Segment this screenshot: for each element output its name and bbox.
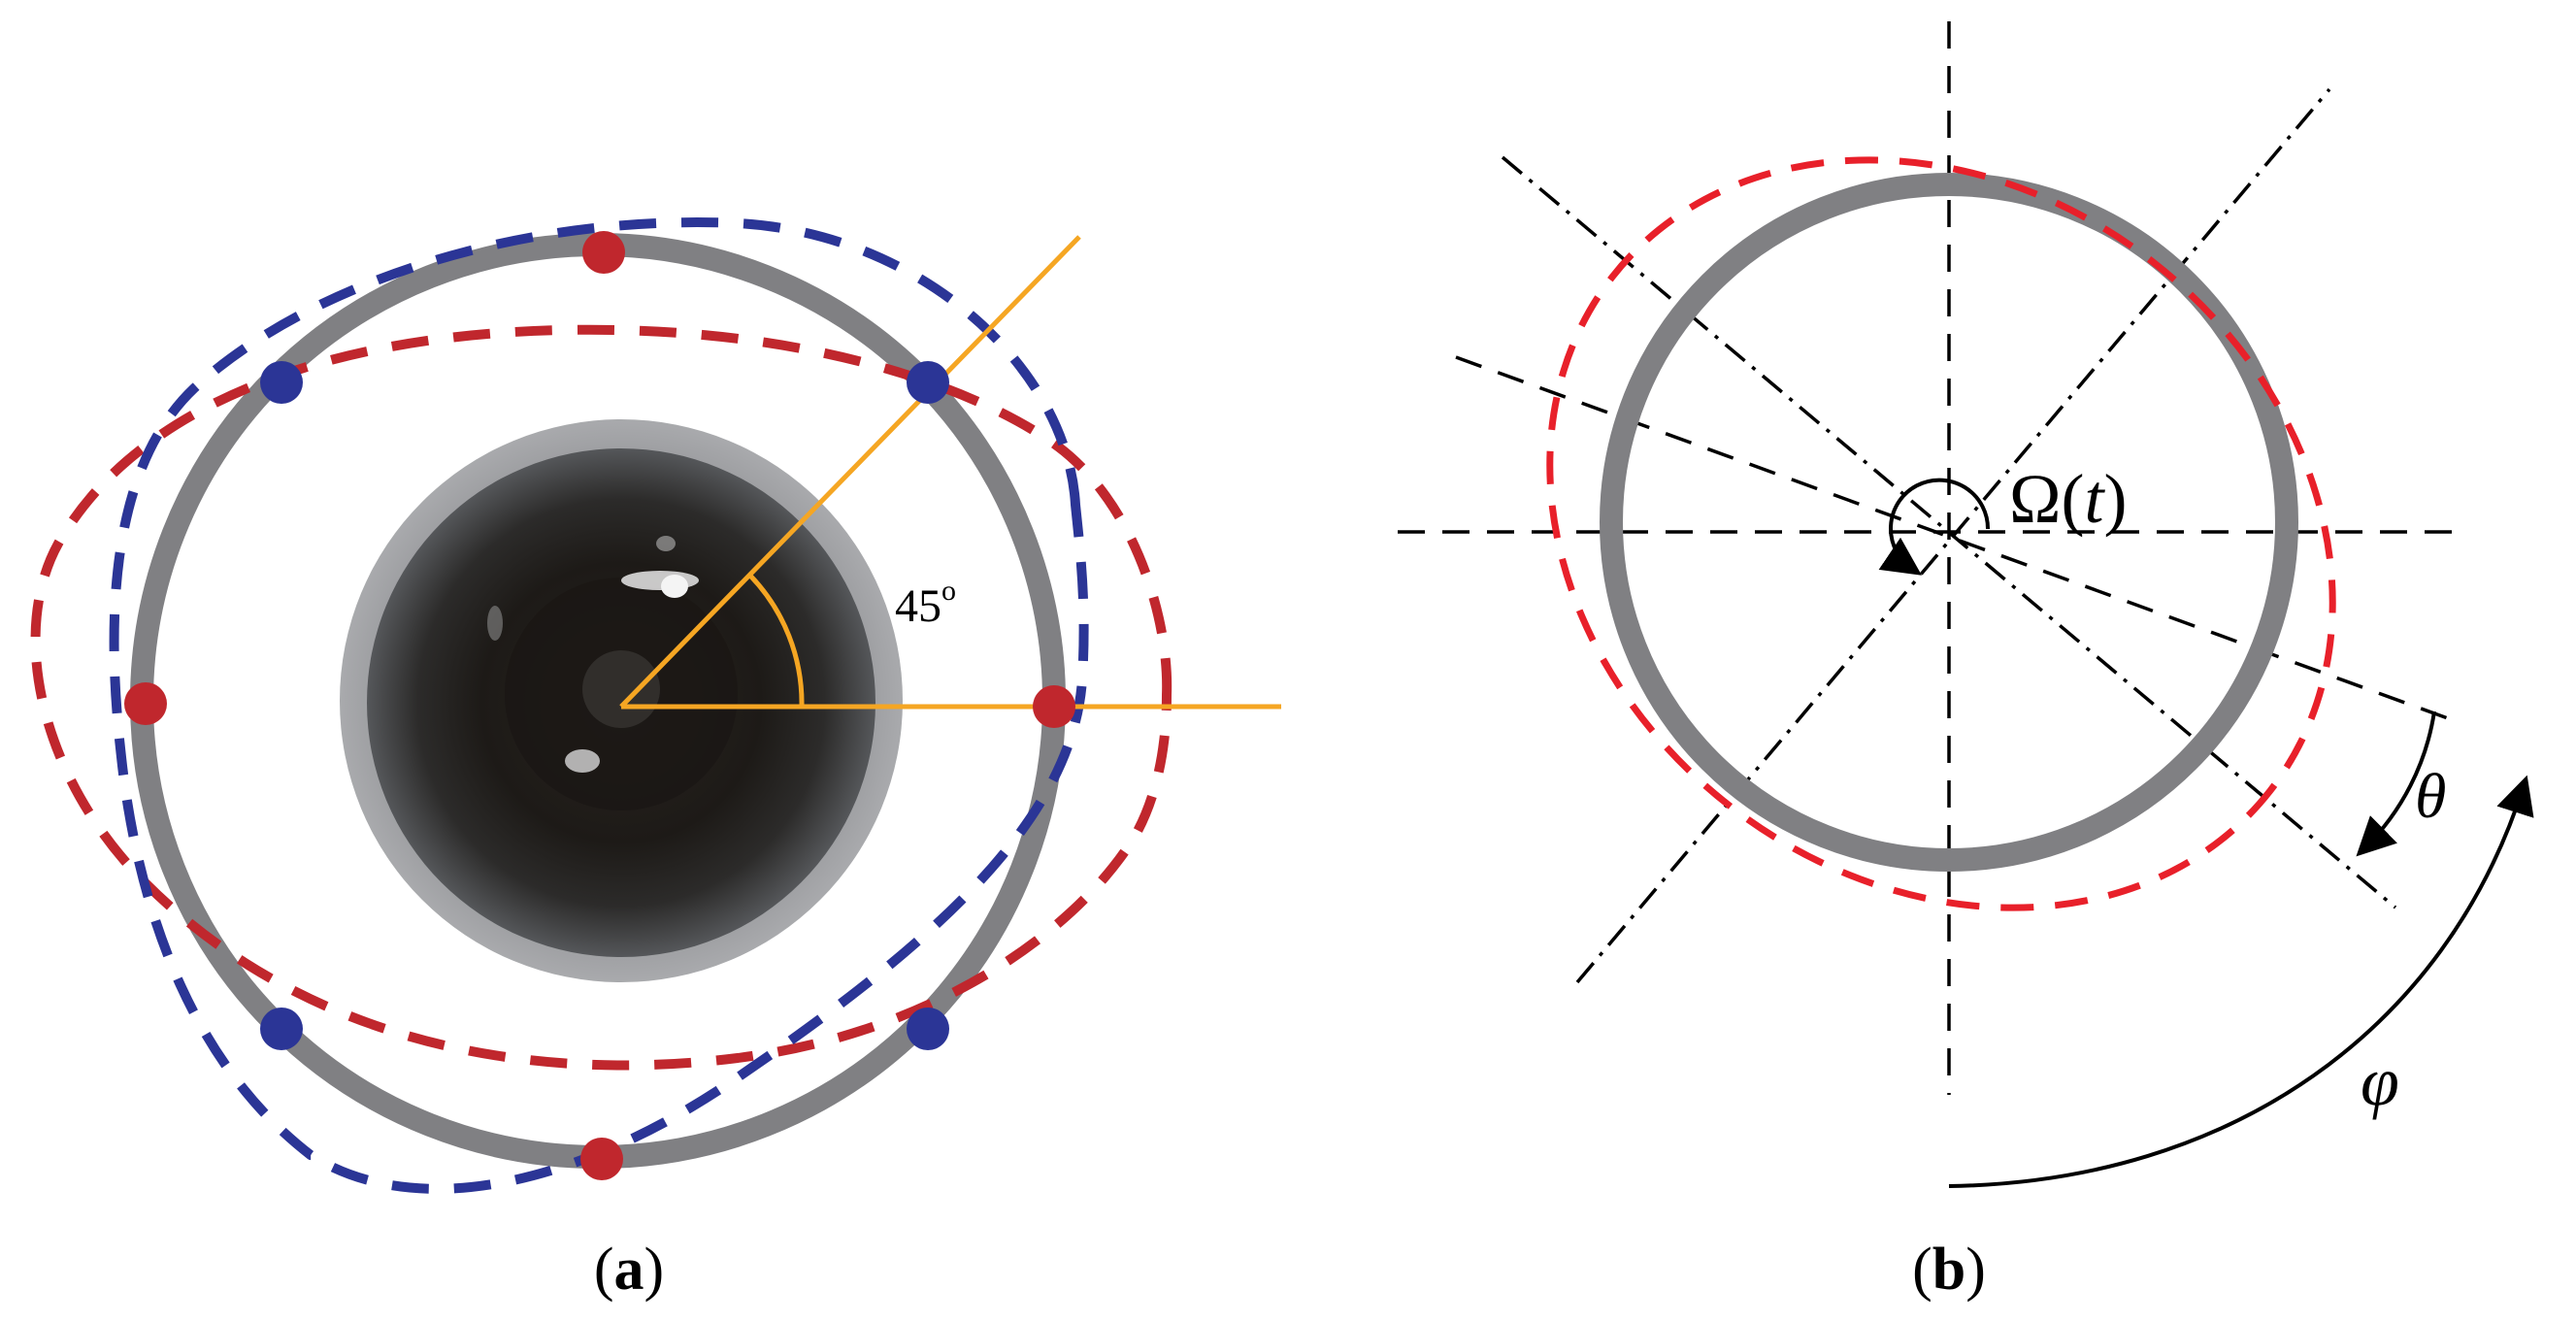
theta-label: θ: [2415, 761, 2446, 832]
blue-dot-upper-right: [907, 361, 949, 404]
red-dot-left: [124, 682, 167, 725]
marker-dots: [124, 231, 1075, 1180]
blue-dot-upper-left: [260, 361, 303, 404]
phi-arc-icon: [1948, 775, 2534, 1188]
omega-rotation-icon: [1878, 478, 1991, 576]
panel-label-b: (b): [1912, 1237, 1986, 1303]
orange-angle-lines: [619, 235, 1281, 710]
omega-label: Ω(t): [2009, 460, 2127, 538]
theta-arc-icon: [2356, 711, 2436, 857]
diagonal-line-2: [1575, 87, 2331, 984]
blue-dot-lower-left: [260, 1008, 303, 1050]
angle-value: 45: [895, 580, 941, 632]
axes-dash-dot: [1501, 87, 2397, 984]
angle-label: 45o: [895, 575, 956, 632]
blue-dot-lower-right: [907, 1008, 949, 1050]
panel-a: 45o (a): [30, 217, 1281, 1303]
red-dot-right: [1033, 685, 1075, 728]
angle-unit: o: [941, 575, 956, 607]
phi-label: φ: [2361, 1042, 2399, 1120]
diagonal-line-1: [1501, 155, 2397, 909]
blue-dashed-contour: [109, 217, 1089, 1194]
red-dashed-contour: [30, 324, 1172, 1071]
red-dashed-ellipse-b: [1546, 156, 2336, 911]
red-dot-bottom: [580, 1138, 623, 1180]
reference-ring-b: [1600, 173, 2298, 872]
red-dot-top: [582, 231, 625, 274]
panel-label-a: (a): [594, 1237, 664, 1303]
panel-b: Ω(t) θ φ (b): [1398, 21, 2534, 1303]
axes-dashed: [1398, 21, 2460, 1095]
